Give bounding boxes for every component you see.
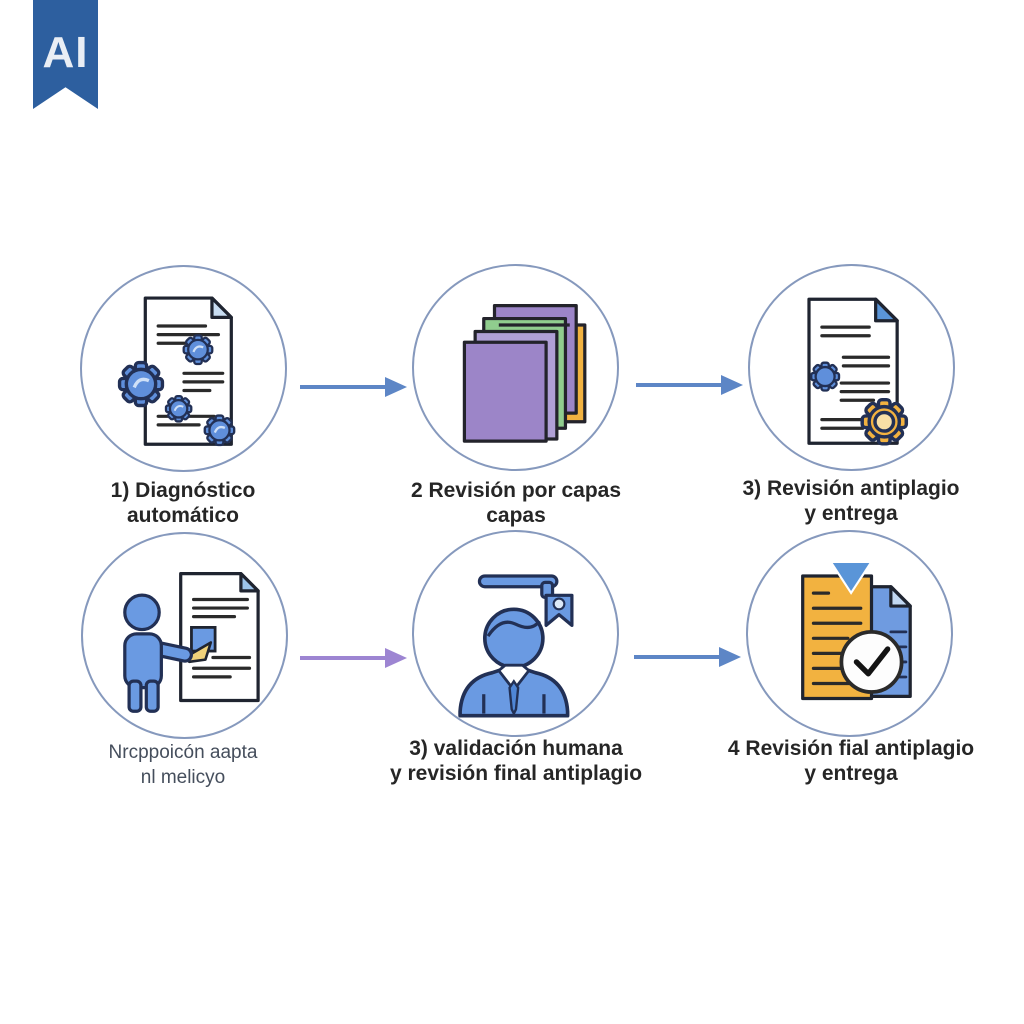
arrow-right-icon bbox=[300, 377, 407, 397]
step-6-label-line2: y entrega bbox=[804, 762, 898, 785]
ai-ribbon-badge: AI bbox=[33, 0, 98, 109]
step-1-label-line2: automático bbox=[126, 504, 239, 527]
step-6-label-line1: 4 Revisión fial antiplagio bbox=[727, 737, 975, 760]
step-5-circle bbox=[412, 530, 619, 737]
step-6-circle bbox=[746, 530, 953, 737]
documents-check-icon bbox=[800, 560, 912, 700]
gear-icon bbox=[182, 333, 213, 365]
step-3-label-line1: 3) Revisión antiplagio bbox=[742, 477, 960, 500]
gear-icon bbox=[164, 394, 192, 423]
hairline bbox=[486, 619, 541, 637]
step-4-label: Nrcppoicón aapta nl melicyo bbox=[33, 740, 333, 790]
checkmark-icon bbox=[853, 645, 890, 676]
step-4-label-line2: nl melicyo bbox=[140, 767, 226, 788]
arrow-right-icon bbox=[634, 647, 741, 667]
download-triangle-icon bbox=[828, 560, 873, 595]
step-1-label: 1) Diagnóstico automático bbox=[33, 478, 333, 528]
step-3-circle bbox=[748, 264, 955, 471]
arrow-right-icon bbox=[636, 375, 743, 395]
gear-icon bbox=[203, 413, 235, 446]
step-6-label: 4 Revisión fial antiplagio y entrega bbox=[701, 736, 1001, 786]
step-3-label-line2: y entrega bbox=[804, 502, 898, 525]
gear-icon bbox=[809, 361, 840, 392]
step-1-circle bbox=[80, 265, 287, 472]
layered-papers-icon bbox=[462, 303, 586, 443]
step-2-label: 2 Revisión por capas capas bbox=[366, 478, 666, 528]
step-4-label-line1: Nrcppoicón aapta bbox=[108, 742, 258, 763]
step-3-label: 3) Revisión antiplagio y entrega bbox=[701, 476, 1001, 526]
gear-icon bbox=[859, 397, 908, 446]
graduate-reviewer-icon bbox=[457, 573, 574, 718]
step-2-circle bbox=[412, 264, 619, 471]
ai-badge-label: AI bbox=[42, 28, 89, 77]
step-1-label-line1: 1) Diagnóstico bbox=[110, 479, 256, 502]
step-5-label: 3) validación humana y revisión final an… bbox=[366, 736, 666, 786]
step-5-label-line2: y revisión final antiplagio bbox=[389, 762, 643, 785]
step-5-label-line1: 3) validación humana bbox=[409, 737, 623, 760]
document-antiplagiarism-icon bbox=[806, 297, 908, 446]
document-gears-icon bbox=[117, 295, 235, 446]
person-document-icon bbox=[122, 571, 260, 713]
person-figure bbox=[122, 593, 193, 713]
step-2-label-line1: 2 Revisión por capas bbox=[410, 479, 622, 502]
tie bbox=[507, 678, 519, 716]
step-4-circle bbox=[81, 532, 288, 739]
tassel-button bbox=[552, 596, 565, 610]
gear-icon bbox=[117, 360, 164, 407]
step-2-label-line2: capas bbox=[486, 504, 546, 527]
arrow-right-icon bbox=[300, 648, 407, 668]
